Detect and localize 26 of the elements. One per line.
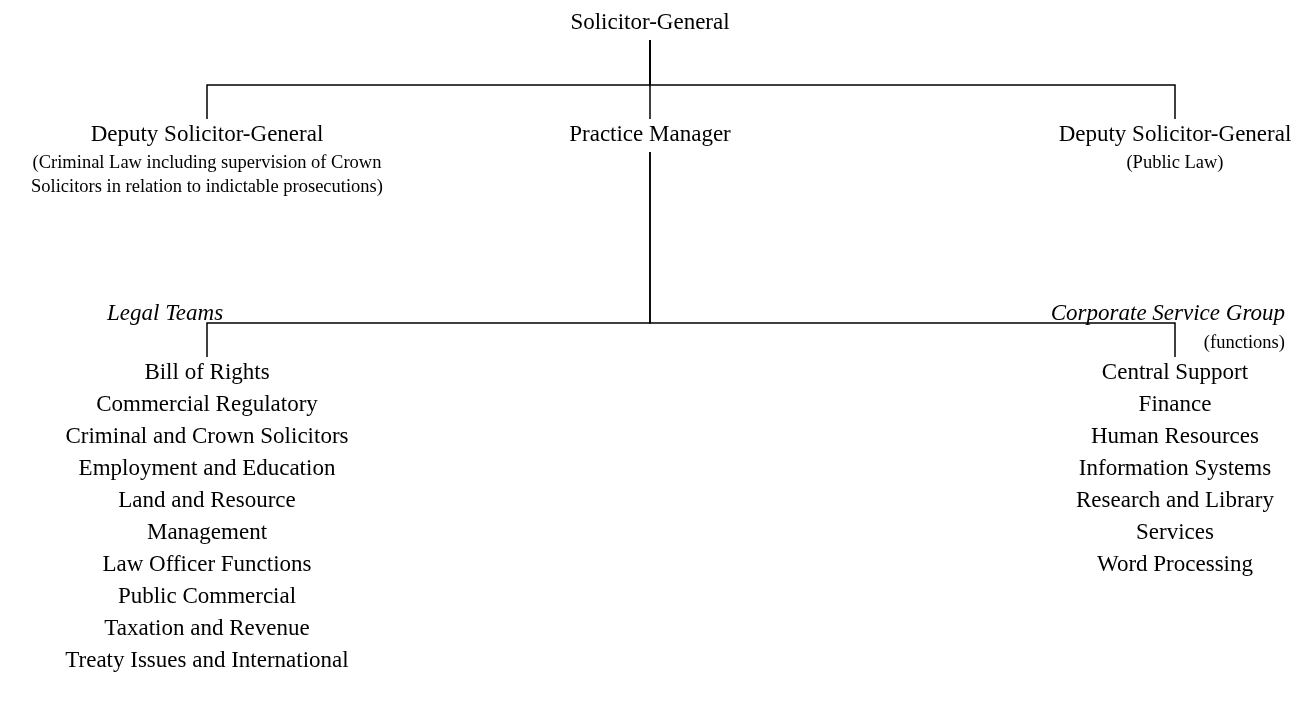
list-item: Treaty Issues and International [64,646,350,674]
list-item: Research and Library Services [1075,486,1275,546]
list-item: Central Support [1100,358,1250,386]
list-item: Employment and Education [77,454,337,482]
list-item: Land and Resource Management [117,486,297,546]
position-title: Solicitor-General [569,8,731,36]
position-description: (Criminal Law including supervision of Crown Solicitors in relation to indictable prosecutions) [30,151,384,198]
position-title: Deputy Solicitor-General [1057,120,1293,148]
list-item: Criminal and Crown Solicitors [64,422,350,450]
position-title: Deputy Solicitor-General [89,120,325,148]
group-heading: Corporate Service Group [1050,299,1285,327]
position-description: (Public Law) [1125,151,1225,174]
group-heading: Legal Teams [107,299,224,327]
list-item: Finance [1137,390,1213,418]
list-item: Law Officer Functions [101,550,313,578]
list-item: Word Processing [1096,550,1254,578]
group-note: (functions) [1203,331,1285,354]
list-item: Information Systems [1077,454,1273,482]
list-item: Commercial Regulatory [95,390,319,418]
list-item: Human Resources [1090,422,1260,450]
list-item: Bill of Rights [143,358,271,386]
connector-line [649,151,1176,358]
position-title: Practice Manager [568,120,732,148]
connector-line [649,39,1176,120]
list-item: Taxation and Revenue [103,614,311,642]
list-item: Public Commercial [116,582,298,610]
